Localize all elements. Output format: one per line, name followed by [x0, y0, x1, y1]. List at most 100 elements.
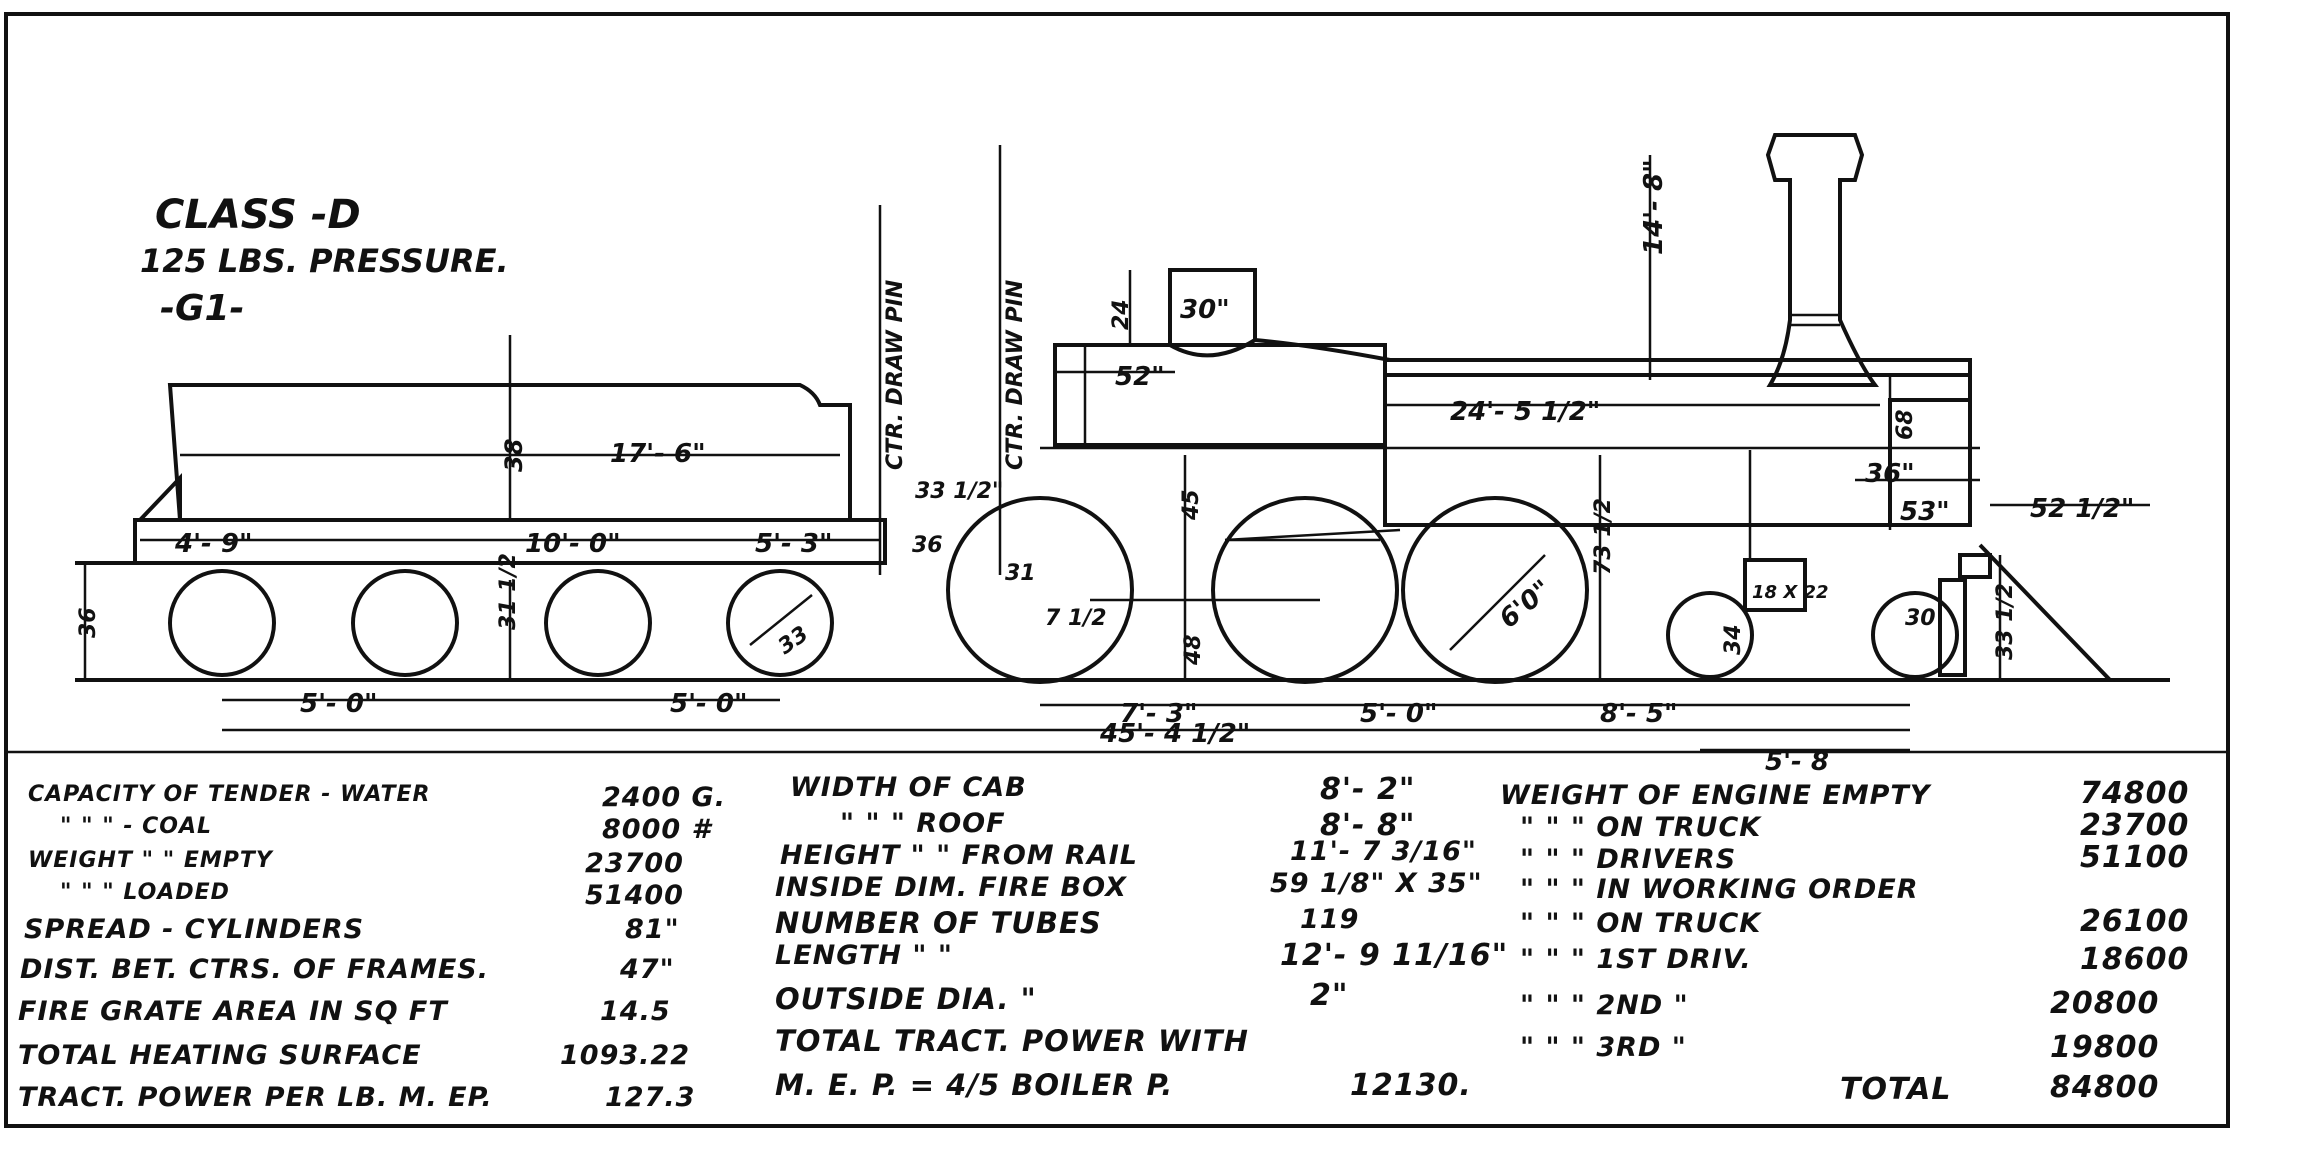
spec-value: 26100 [2080, 904, 2190, 939]
sheet-border [4, 12, 2230, 1128]
driver-wheel [946, 496, 1134, 684]
spec-label: HEIGHT " " FROM RAIL [780, 840, 1138, 871]
dim-firebox-d: 7 1/2 [1045, 606, 1107, 631]
smoke-stack [1765, 133, 1879, 387]
dim-smokebox: 68 [1893, 409, 1918, 440]
dim-wheelbase-5-0: 5'- 0" [1360, 699, 1438, 729]
spec-label: " " " ON TRUCK [1520, 908, 1762, 939]
dim-tender-axle-1: 5'- 0" [300, 689, 378, 719]
dim-pilot-52: 52 1/2" [2030, 494, 2134, 524]
spec-value: 8'- 8" [1320, 808, 1416, 843]
tender-wheel [351, 569, 459, 677]
dim-drawbar-h: 33 1/2" [915, 479, 1003, 504]
dim-stack-height: 14'- 8" [1639, 159, 1669, 255]
driver-wheel [1211, 496, 1399, 684]
dim-truck-wheel: 30 [1905, 606, 1936, 631]
spec-value: 51100 [2080, 840, 2190, 875]
spec-label: " " " DRIVERS [1520, 844, 1737, 875]
spec-label: " " " IN WORKING ORDER [1520, 874, 1919, 905]
spec-value: 18600 [2080, 942, 2190, 977]
dim-tender-wheel: 33 [774, 622, 813, 660]
dim-tender-right: 5'- 3" [755, 529, 833, 559]
spec-value: 8000 # [602, 814, 712, 845]
tender-front-step [135, 473, 182, 522]
tender-tank [167, 383, 852, 522]
spec-value: 19800 [2050, 1030, 2160, 1065]
dim-dome: 30" [1180, 295, 1230, 325]
class-code: -G1- [160, 288, 244, 329]
dim-line [749, 594, 813, 646]
ctr-draw-pin-label-2: CTR. DRAW PIN [1003, 280, 1028, 470]
spec-label: TRACT. POWER PER LB. M. EP. [18, 1082, 493, 1113]
pilot [1960, 543, 2115, 682]
dim-tender-height: 38 [500, 439, 528, 472]
dim-wheelbase-7-3: 7'- 3" [1120, 699, 1198, 729]
dim-cyl-53: 53" [1900, 497, 1950, 527]
spec-label: SPREAD - CYLINDERS [24, 914, 365, 945]
ctr-draw-pin-label-1: CTR. DRAW PIN [883, 280, 908, 470]
dim-cyl-36: 36" [1865, 459, 1915, 489]
dim-boiler-length: 24'- 5 1/2" [1450, 397, 1600, 427]
dim-truck-height: 34 [1721, 624, 1746, 655]
dim-tender-left: 4'- 9" [174, 529, 253, 559]
dim-driver-center-2: 73 1/2 [1591, 498, 1616, 575]
spec-value: 47" [620, 954, 675, 985]
dim-pilot-height: 33 1/2 [1993, 583, 2018, 660]
dim-overall: 45'- 4 1/2" [1099, 719, 1250, 749]
spec-value: 23700 [2080, 808, 2190, 843]
spec-label: WEIGHT OF ENGINE EMPTY [1500, 780, 1931, 811]
spec-value: 14.5 [600, 996, 671, 1027]
spec-label: OUTSIDE DIA. " [775, 982, 1037, 1016]
spec-label: TOTAL [1840, 1072, 1952, 1107]
spec-value: 20800 [2050, 986, 2160, 1021]
spec-label: M. E. P. = 4/5 BOILER P. [775, 1068, 1174, 1102]
pressure-title: 125 LBS. PRESSURE. [140, 242, 509, 280]
spec-label: LENGTH " " [775, 940, 953, 971]
spec-label: CAPACITY OF TENDER - WATER [28, 782, 431, 807]
spec-value: 2400 G. [602, 782, 726, 813]
headlamp [1958, 553, 1992, 579]
spec-value: 2" [1310, 978, 1349, 1013]
spec-value: 8'- 2" [1320, 772, 1416, 807]
dim-driver-center-1: 45 [1179, 489, 1204, 521]
spec-label: " " " LOADED [60, 880, 230, 905]
tender-wheel [168, 569, 276, 677]
spec-value: 12'- 9 11/16" [1280, 938, 1509, 973]
dim-drawbar-v: 36 [912, 533, 943, 558]
dim-driver-diameter: 6'0" [1494, 574, 1557, 634]
dim-tender-mid: 10'- 0" [525, 529, 621, 559]
dim-tender-axle-2: 5'- 0" [670, 689, 748, 719]
spec-label: " " " 2ND " [1520, 990, 1689, 1021]
spec-value: 12130. [1350, 1068, 1472, 1103]
spec-value: 74800 [2080, 776, 2190, 811]
spec-value: 23700 [585, 848, 684, 879]
spec-label: WEIGHT " " EMPTY [28, 848, 273, 873]
spec-label: " " " 1ST DRIV. [1520, 944, 1752, 975]
dim-tender-length: 17'- 6" [610, 439, 706, 469]
dim-tender-frame: 31 1/2 [496, 553, 521, 630]
tender-wheel [726, 569, 834, 677]
class-title: CLASS -D [155, 192, 361, 238]
spec-value: 84800 [2050, 1070, 2160, 1105]
side-rod [1224, 528, 1401, 542]
spec-value: 51400 [585, 880, 684, 911]
spec-value: 81" [625, 914, 680, 945]
spec-label: DIST. BET. CTRS. OF FRAMES. [20, 954, 489, 985]
spec-value: 127.3 [605, 1082, 696, 1113]
spec-value: 119 [1300, 904, 1360, 935]
spec-label: " " " 3RD " [1520, 1032, 1687, 1063]
dim-line [1449, 554, 1546, 651]
spec-label: " " " ON TRUCK [1520, 812, 1762, 843]
truck-wheel [1666, 591, 1754, 679]
spec-label: INSIDE DIM. FIRE BOX [775, 872, 1127, 903]
tender-wheel [544, 569, 652, 677]
dim-firebox-w: 31 [1005, 561, 1036, 586]
dim-truck-5-8: 5'- 8 [1765, 747, 1829, 777]
dim-cyl-18x22: 18 X 22 [1752, 582, 1829, 603]
spec-label: WIDTH OF CAB [790, 772, 1027, 803]
dim-tender-wheel-height: 36 [76, 607, 101, 638]
driver-wheel [1401, 496, 1589, 684]
dome [1168, 268, 1257, 358]
